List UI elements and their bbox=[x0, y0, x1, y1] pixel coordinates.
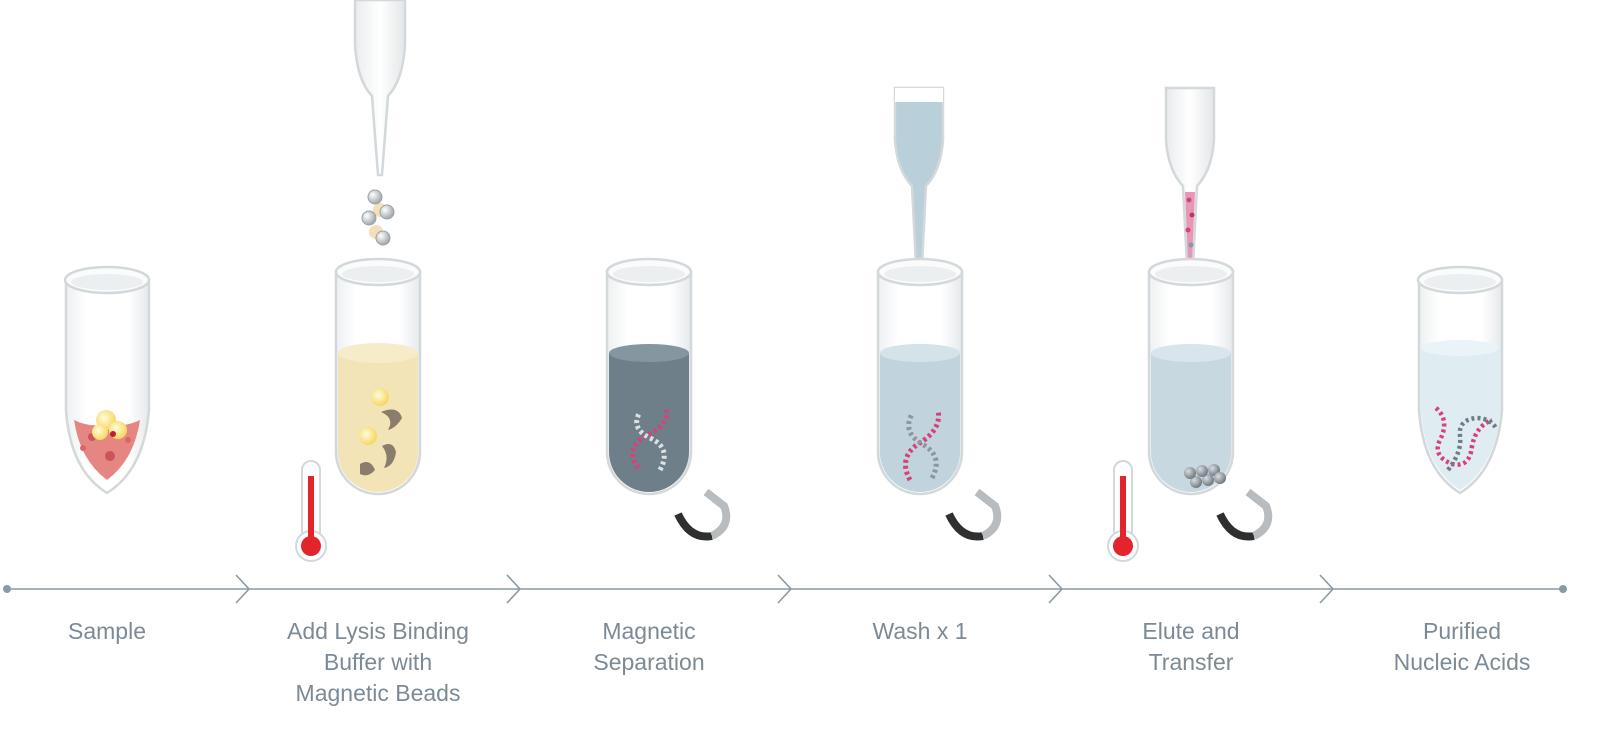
timeline-arrow-2 bbox=[506, 574, 522, 604]
timeline-start-dot bbox=[3, 585, 11, 593]
wash-tube bbox=[876, 257, 964, 496]
purified-liquid bbox=[1421, 348, 1500, 490]
sample-cells bbox=[92, 410, 127, 440]
elute-pipette bbox=[1164, 86, 1216, 268]
timeline-arrow-3 bbox=[777, 574, 793, 604]
nucleic-acid-icon bbox=[903, 409, 942, 482]
elute-tube bbox=[1147, 257, 1235, 496]
step-label-lysis: Add Lysis Binding Buffer with Magnetic B… bbox=[287, 618, 469, 706]
timeline-arrow-5 bbox=[1319, 574, 1335, 604]
lysis-liquid bbox=[338, 353, 418, 492]
timeline-arrow-1 bbox=[235, 574, 251, 604]
step-label-separation: Magnetic Separation bbox=[593, 618, 705, 675]
thermometer-icon bbox=[295, 460, 327, 562]
nucleic-acid-icon bbox=[630, 409, 670, 472]
magnet-icon bbox=[674, 488, 731, 541]
nucleic-acid-icon bbox=[1434, 406, 1498, 472]
step-label-elute: Elute and Transfer bbox=[1142, 618, 1240, 675]
lysis-pipette bbox=[353, 0, 407, 177]
wash-pipette bbox=[893, 86, 945, 268]
elute-liquid bbox=[1151, 353, 1231, 492]
timeline-end-dot bbox=[1559, 585, 1567, 593]
sample-tube bbox=[63, 265, 151, 495]
separation-tube bbox=[605, 257, 693, 496]
magnet-icon bbox=[1216, 488, 1273, 541]
timeline-arrow-4 bbox=[1048, 574, 1064, 604]
step-label-purified: Purified Nucleic Acids bbox=[1393, 618, 1531, 675]
step-label-wash: Wash x 1 bbox=[872, 618, 968, 644]
wash-liquid bbox=[880, 353, 960, 492]
separation-liquid bbox=[609, 353, 689, 492]
step-label-sample: Sample bbox=[68, 618, 146, 644]
purified-tube bbox=[1416, 265, 1504, 495]
thermometer-icon bbox=[1107, 460, 1139, 562]
lysis-tube bbox=[334, 257, 422, 496]
timeline bbox=[3, 574, 1567, 604]
magnet-icon bbox=[945, 488, 1002, 541]
falling-beads bbox=[361, 189, 395, 246]
bead-cluster bbox=[1184, 464, 1226, 488]
